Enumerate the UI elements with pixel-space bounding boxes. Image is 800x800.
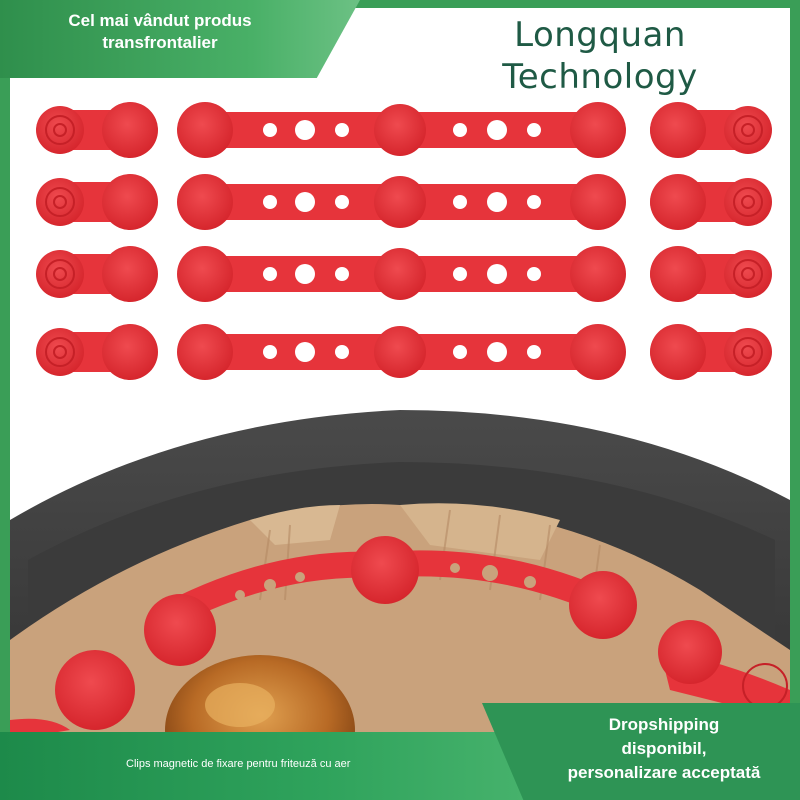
clip-row-2	[36, 174, 772, 230]
frame-right	[790, 0, 800, 800]
clip-rows	[36, 102, 772, 380]
frame-top	[0, 0, 800, 8]
promo-line-2: disponibil,	[621, 739, 707, 758]
clip-row-3	[36, 246, 772, 302]
promo-line-3: personalizare acceptată	[567, 763, 761, 782]
brand-name: Longquan Technology	[470, 14, 730, 98]
product-caption: Clips magnetic de fixare pentru friteuză…	[126, 758, 351, 770]
caption-bar: Clips magnetic de fixare pentru friteuză…	[0, 732, 540, 800]
promo-box: Dropshipping disponibil, personalizare a…	[482, 703, 800, 800]
clip-row-4	[36, 324, 772, 380]
clip-row-1	[36, 102, 772, 158]
strap-on-basket-icon	[10, 536, 790, 740]
bestseller-badge-text: Cel mai vândut produs transfrontalier	[68, 11, 252, 52]
brand-line-1: Longquan	[514, 15, 686, 55]
frame-left	[0, 0, 10, 800]
bestseller-badge: Cel mai vândut produs transfrontalier	[0, 0, 360, 78]
promo-line-1: Dropshipping	[608, 715, 720, 734]
brand-line-2: Technology	[502, 57, 698, 97]
